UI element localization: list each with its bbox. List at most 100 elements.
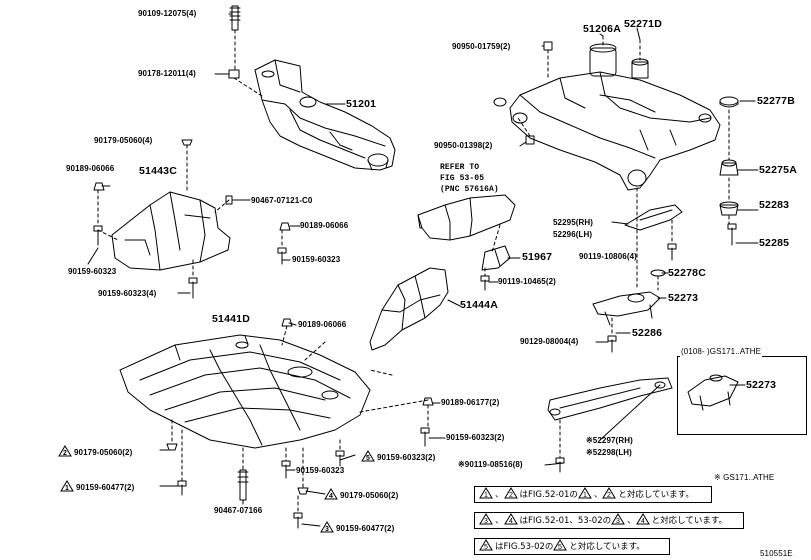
- gs171-note: ※ GS171..ATHE: [714, 473, 775, 482]
- part-label-90467-07166[interactable]: 90467-07166: [214, 506, 263, 515]
- part-text-90159-60477-2b: 90159-60477(2): [336, 524, 395, 533]
- part-label-52286[interactable]: 52286: [632, 327, 663, 339]
- svg-text:2: 2: [63, 450, 67, 457]
- undercover-51441d-drawing: [119, 334, 371, 449]
- triangle-3-icon: 3: [479, 513, 493, 525]
- svg-text:5: 5: [366, 455, 370, 462]
- triangle-2-icon: 2: [503, 487, 518, 499]
- note-text: と対応しています。: [618, 490, 694, 500]
- part-label-52297[interactable]: ※52297(RH): [586, 436, 633, 445]
- part-label-90189-06066-c[interactable]: 90189-06066: [298, 320, 347, 329]
- part-label-90119-10465[interactable]: 90119-10465(2): [498, 277, 556, 286]
- triangle-4-icon: 4: [324, 488, 338, 500]
- svg-text:4: 4: [641, 518, 645, 525]
- refer-line-1: REFER TO: [440, 163, 480, 172]
- part-label-52273[interactable]: 52273: [668, 292, 699, 304]
- gs171-inset-header: (0108- )GS171..ATHE: [680, 347, 763, 357]
- gs-stopper-drawing: [687, 374, 739, 411]
- bolts-drawing: [93, 5, 737, 529]
- part-label-90950-01759[interactable]: 90950-01759(2): [452, 42, 511, 51]
- part-label-52285[interactable]: 52285: [759, 237, 790, 249]
- note-text: はFIG.53-02の: [495, 542, 554, 552]
- suspension-member-left-drawing: [254, 59, 396, 171]
- part-label-90179-05060-2b[interactable]: 4 90179-05060(2): [324, 488, 398, 501]
- svg-text:1: 1: [484, 492, 488, 499]
- dashed-leader-lines: [97, 29, 730, 514]
- part-text-90159-60477-2a: 90159-60477(2): [76, 483, 135, 492]
- triangle-1-icon: 1: [578, 487, 592, 499]
- part-label-90159-60323-4[interactable]: 90159-60323(4): [98, 289, 157, 298]
- part-label-90159-60323-2a[interactable]: 90159-60323(2): [446, 433, 505, 442]
- brace-52297-drawing: [547, 377, 673, 421]
- part-label-90179-05060-4[interactable]: 90179-05060(4): [94, 136, 153, 145]
- triangle-3-icon: 3: [320, 521, 334, 533]
- triangle-2-icon: 2: [58, 445, 72, 457]
- part-label-52277b[interactable]: 52277B: [757, 95, 795, 107]
- part-label-52275a[interactable]: 52275A: [759, 164, 797, 176]
- reference-note-3: 5 はFIG.53-02の 5 と対応しています。: [474, 538, 670, 555]
- part-label-90189-06177[interactable]: 90189-06177(2): [441, 398, 500, 407]
- svg-text:2: 2: [607, 492, 611, 499]
- insulator-51443c-drawing: [111, 191, 231, 271]
- part-label-52278c[interactable]: 52278C: [668, 267, 706, 279]
- part-label-90159-60323-a[interactable]: 90159-60323: [68, 267, 117, 276]
- note-text: と対応しています。: [651, 516, 728, 526]
- note-text: 、: [627, 516, 636, 526]
- triangle-4-icon: 4: [503, 513, 518, 525]
- bracket-57616a-drawing: [417, 194, 516, 241]
- brace-52295-drawing: [624, 204, 683, 231]
- part-label-51967[interactable]: 51967: [522, 251, 553, 263]
- triangle-5-icon: 5: [479, 539, 493, 551]
- part-label-90119-08516[interactable]: ※90119-08516(8): [458, 460, 523, 469]
- part-label-52296[interactable]: 52296(LH): [553, 230, 593, 239]
- triangle-2-icon: 2: [602, 487, 617, 499]
- part-label-90159-60323-c[interactable]: 90159-60323: [296, 466, 345, 475]
- part-label-90467-07121[interactable]: 90467-07121-C0: [251, 196, 313, 205]
- part-label-90119-10806[interactable]: 90119-10806(4): [579, 252, 637, 261]
- svg-text:4: 4: [509, 518, 513, 525]
- note-text: と対応しています。: [569, 542, 645, 552]
- part-label-51206a[interactable]: 51206A: [583, 23, 621, 35]
- svg-text:1: 1: [65, 485, 69, 492]
- bracket-51967-drawing: [481, 245, 511, 271]
- triangle-1-icon: 1: [60, 480, 74, 492]
- part-label-52271d[interactable]: 52271D: [624, 18, 662, 30]
- part-label-90950-01398[interactable]: 90950-01398(2): [434, 141, 493, 150]
- part-label-51444a[interactable]: 51444A: [460, 299, 498, 311]
- gs171-inset-box: [677, 356, 807, 435]
- svg-text:5: 5: [484, 544, 488, 551]
- part-label-90129-08004[interactable]: 90129-08004(4): [520, 337, 579, 346]
- svg-text:3: 3: [616, 518, 620, 525]
- part-label-51201[interactable]: 51201: [346, 98, 377, 110]
- part-label-90189-06066-a[interactable]: 90189-06066: [66, 164, 115, 173]
- triangle-4-icon: 4: [635, 513, 650, 525]
- svg-text:4: 4: [329, 493, 333, 500]
- part-label-51443c[interactable]: 51443C: [139, 165, 177, 177]
- part-label-90189-06066-b[interactable]: 90189-06066: [300, 221, 349, 230]
- part-label-90159-60477-2a[interactable]: 1 90159-60477(2): [60, 480, 134, 493]
- note-text: 、: [495, 490, 504, 500]
- part-label-52295[interactable]: 52295(RH): [553, 218, 594, 227]
- part-label-52298[interactable]: ※52298(LH): [586, 448, 632, 457]
- part-label-52273-gs[interactable]: 52273: [746, 379, 777, 391]
- refer-line-2: FIG 53-05: [440, 174, 485, 183]
- document-id: 510551E: [760, 549, 793, 558]
- leader-lines: [87, 13, 759, 527]
- triangle-3-icon: 3: [611, 513, 625, 525]
- svg-text:3: 3: [325, 526, 329, 533]
- part-label-90109-12075[interactable]: 90109-12075(4): [138, 9, 197, 18]
- part-label-90178-12011[interactable]: 90178-12011(4): [138, 69, 196, 78]
- part-text-90179-05060-2b: 90179-05060(2): [340, 491, 399, 500]
- part-label-90159-60323-b[interactable]: 90159-60323: [292, 255, 341, 264]
- refer-line-3: (PNC 57616A): [440, 185, 499, 194]
- svg-text:1: 1: [583, 492, 587, 499]
- part-label-90159-60477-2b[interactable]: 3 90159-60477(2): [320, 521, 394, 534]
- part-label-51441d[interactable]: 51441D: [212, 313, 250, 325]
- svg-text:5: 5: [558, 544, 562, 551]
- part-label-52283[interactable]: 52283: [759, 199, 790, 211]
- svg-text:3: 3: [484, 518, 488, 525]
